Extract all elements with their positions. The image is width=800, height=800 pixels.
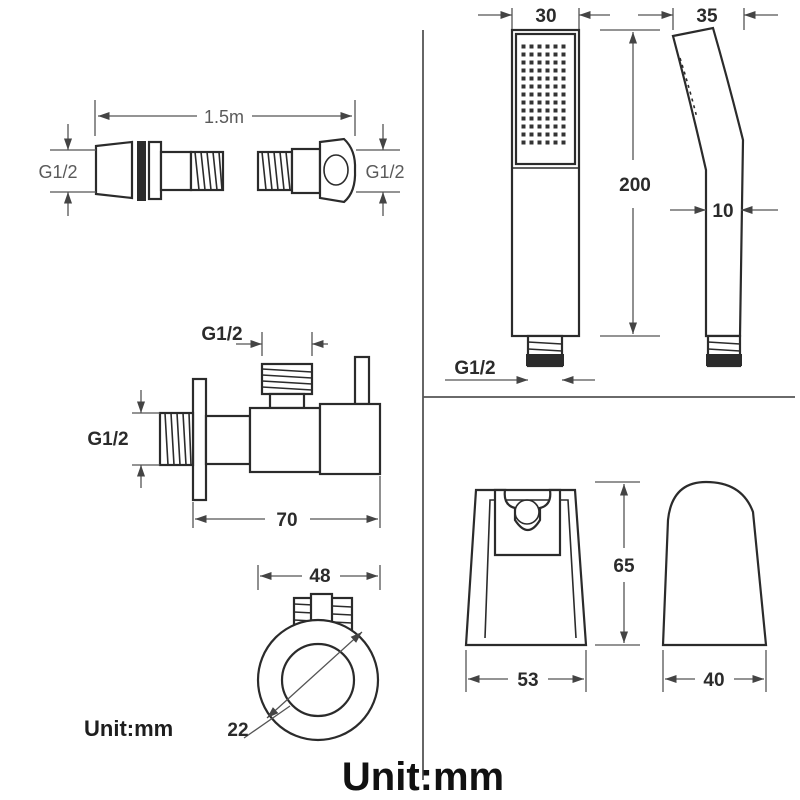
holder-hook-hole — [514, 499, 540, 525]
valve-front-drawing: 48 22 Unit:mm — [84, 565, 381, 742]
hose-right-nut-face — [323, 154, 349, 186]
head-width-label: 30 — [535, 6, 556, 27]
valve-hole-diameter-label: 22 — [227, 720, 248, 741]
valve-hole-diameter-leader — [243, 705, 291, 739]
head-depth-label: 35 — [696, 6, 718, 27]
valve-unit-label: Unit:mm — [84, 716, 173, 741]
hose-right-stem — [290, 147, 322, 195]
valve-hole-diameter-line — [266, 631, 363, 719]
shower-head-drawing: 30 35 200 10 — [445, 6, 778, 385]
hose-left-stem — [159, 150, 193, 192]
valve-top-thread-label: G1/2 — [201, 324, 242, 345]
hose-length-label: 1.5m — [204, 107, 244, 127]
holder-drawing: 65 53 40 — [464, 480, 768, 692]
hose-left-body — [147, 140, 163, 201]
hose-right-thread-label: G1/2 — [365, 162, 404, 182]
head-side-thread — [706, 334, 742, 368]
valve-wall-flange — [191, 377, 208, 502]
valve-length-label: 70 — [276, 510, 297, 531]
head-side-nozzle-edge — [679, 57, 698, 119]
panel-dividers — [422, 30, 795, 780]
valve-left-thread — [158, 411, 195, 467]
hose-drawing: 1.5m G1/2 G1/2 — [38, 100, 405, 216]
head-spray-nozzles — [520, 43, 568, 147]
hose-left-thread — [189, 150, 225, 192]
valve-side-drawing: G1/2 G1/2 70 — [87, 324, 382, 531]
valve-left-thread-label: G1/2 — [87, 429, 128, 450]
hose-left-collar — [137, 141, 146, 201]
footer-unit-label: Unit:mm — [342, 755, 504, 799]
hose-right-hex-nut — [318, 137, 357, 204]
holder-hook-slot — [493, 488, 562, 557]
holder-depth-label: 40 — [703, 670, 724, 691]
valve-handle-stem — [353, 355, 371, 406]
valve-handle-cap — [318, 402, 382, 476]
valve-top-thread — [260, 362, 314, 410]
holder-side-body — [661, 480, 768, 647]
hose-left-nut — [94, 140, 134, 200]
head-front-thread — [526, 334, 564, 368]
valve-body — [248, 406, 322, 474]
head-thread-label: G1/2 — [454, 358, 495, 379]
holder-width-label: 53 — [517, 670, 538, 691]
hose-left-thread-label: G1/2 — [38, 162, 77, 182]
valve-front-hole — [280, 642, 356, 718]
holder-height-label: 65 — [613, 556, 635, 577]
head-side-body — [671, 26, 745, 338]
head-thickness-label: 10 — [712, 201, 733, 222]
valve-neck — [204, 414, 252, 466]
head-length-label: 200 — [619, 175, 651, 196]
valve-front-width-label: 48 — [309, 566, 330, 587]
hose-right-thread — [256, 150, 294, 192]
